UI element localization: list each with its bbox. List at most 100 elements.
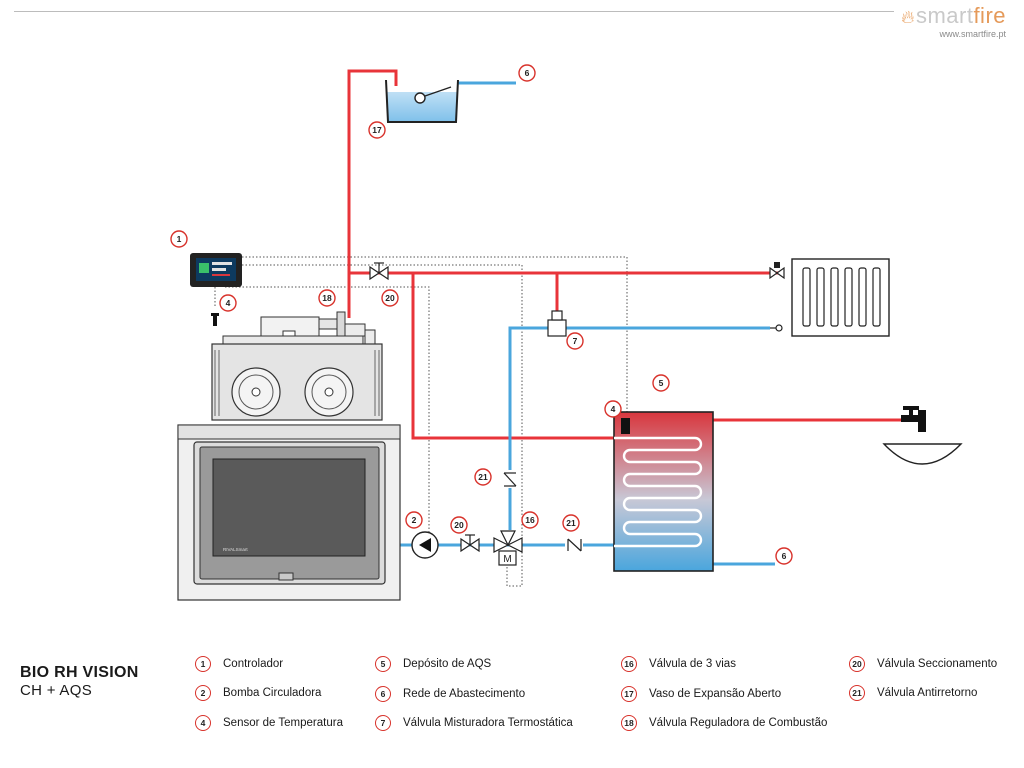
legend-label: Depósito de AQS: [403, 658, 492, 670]
exchanger-port-left-hub: [251, 387, 261, 397]
cold-pipes: [400, 81, 775, 566]
legend-label: Controlador: [223, 658, 284, 670]
tank-coil: [614, 436, 703, 548]
legend-badge: 20: [849, 656, 865, 672]
controller-screen-text: [212, 274, 230, 276]
controller-unit: [190, 253, 242, 287]
brand-wordmark: 🔥︎smartfire: [901, 4, 1006, 29]
tank-sensor-icon: [621, 418, 630, 434]
stove-frame-top: [177, 424, 401, 440]
callout-expansion: 17: [368, 121, 386, 139]
shutoff-valve-top-icon: [369, 262, 389, 281]
legend-item: 2 Bomba Circuladora: [195, 685, 321, 701]
svg-text:17: 17: [372, 125, 382, 135]
callout-tank: 5: [652, 374, 670, 392]
legend-label: Sensor de Temperatura: [223, 717, 343, 729]
stove-fitting: [344, 323, 366, 337]
vessel-body: [385, 79, 459, 123]
legend-label: Válvula Reguladora de Combustão: [649, 717, 828, 729]
stove-top-plate: [222, 335, 364, 345]
radiator-fin: [872, 267, 881, 327]
callout-combustion: 18: [318, 289, 336, 307]
top-divider-line: [14, 11, 894, 12]
expansion-vessel: [385, 79, 459, 123]
legend-item: 7 Válvula Misturadora Termostática: [375, 715, 573, 731]
brand-logo: 🔥︎smartfire www.smartfire.pt: [901, 4, 1006, 40]
legend-label: Válvula Misturadora Termostática: [403, 717, 573, 729]
stove-door-handle: [278, 572, 294, 581]
stove-pipe-stub: [318, 318, 340, 330]
control-line-tank: [242, 256, 628, 412]
callout-supply-bottom: 6: [775, 547, 793, 565]
svg-text:2: 2: [412, 515, 417, 525]
sink-icon: [882, 443, 963, 465]
controller-screen-text: [212, 268, 226, 271]
temperature-probe-icon: [211, 313, 219, 326]
legend-badge: 5: [375, 656, 391, 672]
title-sub: CH + AQS: [20, 682, 93, 699]
svg-text:5: 5: [659, 378, 664, 388]
flame-icon: 🔥︎: [901, 7, 915, 27]
exchanger-port-right-ring: [311, 374, 347, 410]
callout-nonreturn-horizontal: 21: [562, 514, 580, 532]
title-main: BIO RH VISION: [20, 664, 139, 681]
tap-icon: [901, 406, 926, 432]
svg-text:18: 18: [322, 293, 332, 303]
legend-label: Rede de Abastecimento: [403, 688, 526, 700]
mixer-cold-pipe: [508, 326, 548, 530]
radiator-fin: [858, 267, 867, 327]
svg-text:21: 21: [566, 518, 576, 528]
stove-door-logo: RIVALSmart: [223, 547, 248, 552]
mixing-valve-icon: [547, 310, 567, 337]
svg-text:7: 7: [573, 336, 578, 346]
nonreturn-valve-horizontal-icon: [565, 538, 583, 552]
diagram-title: BIO RH VISION CH + AQS: [20, 664, 139, 699]
callout-mixer: 7: [566, 332, 584, 350]
exchanger-port-right-hub: [324, 387, 334, 397]
dhw-tank: [613, 411, 714, 572]
callout-sensor-tank: 4: [604, 400, 622, 418]
callout-supply-top: 6: [518, 64, 536, 82]
three-way-valve-icon: M: [493, 530, 523, 566]
callout-shutoff-top: 20: [381, 289, 399, 307]
combustion-valve: [336, 311, 346, 337]
stove-glass: [212, 458, 366, 557]
valve-motor-label: M: [503, 554, 511, 565]
svg-text:20: 20: [454, 520, 464, 530]
legend-label: Bomba Circuladora: [223, 687, 322, 699]
legend-badge: 21: [849, 685, 865, 701]
tank-coil-flow-pipe: [411, 273, 614, 440]
svg-text:6: 6: [782, 551, 787, 561]
legend-badge: 6: [375, 686, 391, 702]
svg-text:21: 21: [478, 472, 488, 482]
radiator-body: [791, 258, 890, 337]
legend-label: Válvula de 3 vias: [649, 658, 736, 670]
svg-text:4: 4: [226, 298, 231, 308]
legend-label: Vaso de Expansão Aberto: [649, 688, 782, 700]
svg-text:20: 20: [385, 293, 395, 303]
legend-item: 20 Válvula Seccionamento: [849, 656, 997, 672]
radiator-fin: [816, 267, 825, 327]
legend-label: Válvula Seccionamento: [877, 658, 998, 670]
callout-controller: 1: [170, 230, 188, 248]
circulation-pump-icon: [411, 531, 439, 559]
controller-screen-text: [212, 262, 232, 265]
legend-badge: 1: [195, 656, 211, 672]
callouts: 1 4 18 20 6 17 7 5 4 21 2 20 16 21 6: [170, 64, 793, 565]
svg-text:1: 1: [177, 234, 182, 244]
svg-text:6: 6: [525, 68, 530, 78]
stove: RIVALSmart: [177, 311, 401, 601]
float-ball: [414, 92, 426, 104]
radiator-valve-icon: [769, 262, 785, 280]
hot-pipes: [347, 69, 923, 440]
brand-name-prefix: smart: [915, 3, 974, 28]
legend-badge: 7: [375, 715, 391, 731]
legend-badge: 2: [195, 685, 211, 701]
controller-screen-tile: [199, 263, 209, 273]
exchanger-port-left-ring: [238, 374, 274, 410]
radiator: [769, 258, 890, 337]
